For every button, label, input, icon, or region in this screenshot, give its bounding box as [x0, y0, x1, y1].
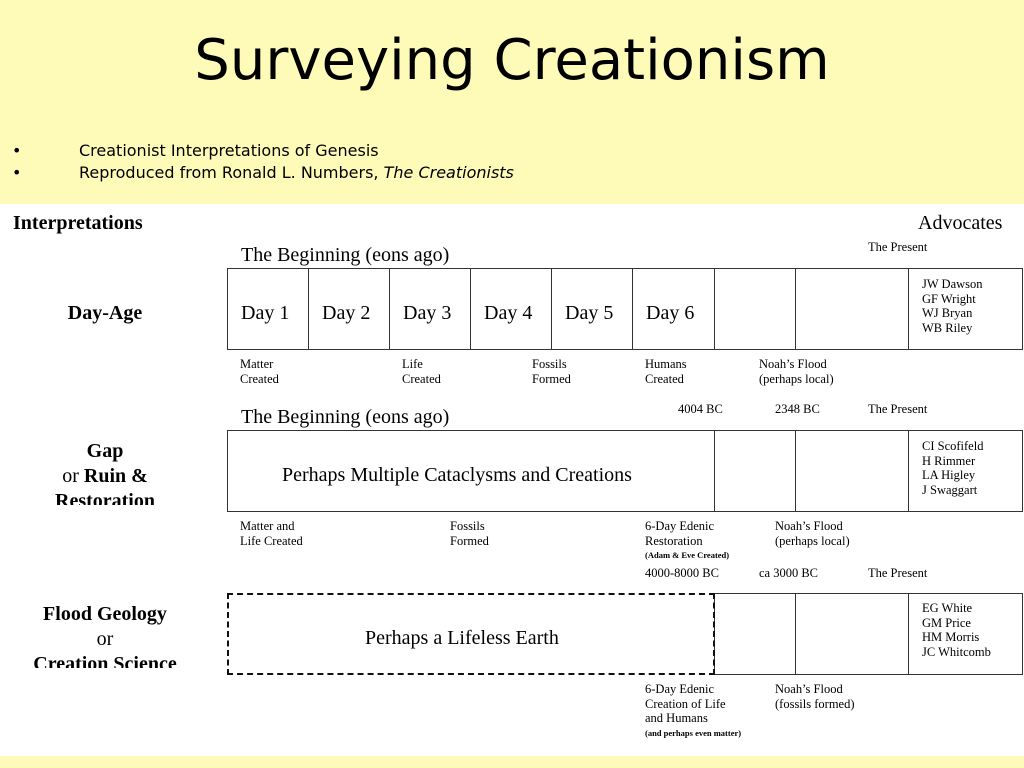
day-5-cell: Day 5	[565, 302, 614, 324]
bullet-dot-icon: •	[12, 141, 22, 160]
interpretations-header: Interpretations	[13, 212, 143, 234]
divider	[632, 268, 633, 350]
interpretations-chart: Interpretations Advocates The Beginning …	[0, 204, 1024, 756]
gap-date-4004bc: 4004 BC	[678, 402, 723, 416]
divider	[308, 268, 309, 350]
gap-advocates: CI Scofifeld H Rimmer LA Higley J Swagga…	[922, 439, 984, 497]
day-age-beginning-label: The Beginning (eons ago)	[241, 244, 450, 266]
day-age-advocates: JW Dawson GF Wright WJ Bryan WB Riley	[922, 277, 983, 335]
gap-beginning-label: The Beginning (eons ago)	[241, 406, 450, 428]
slide-title: Surveying Creationism	[194, 28, 830, 93]
divider	[908, 593, 909, 675]
day-3-cell: Day 3	[403, 302, 452, 324]
lifeless-earth-dashed-box	[227, 593, 715, 675]
gap-timeline-box	[227, 430, 1023, 512]
bullet-text: Reproduced from Ronald L. Numbers, The C…	[79, 163, 514, 182]
day-6-cell: Day 6	[646, 302, 695, 324]
event-noahs-flood: Noah’s Flood(perhaps local)	[759, 357, 834, 386]
flood-main-text: Perhaps a Lifeless Earth	[365, 627, 559, 649]
day-age-present-label: The Present	[868, 240, 928, 254]
divider	[908, 268, 909, 350]
event-noahs-flood: Noah’s Flood(fossils formed)	[775, 682, 855, 711]
divider	[795, 593, 796, 675]
day-age-label: Day-Age	[67, 302, 143, 324]
day-4-cell: Day 4	[484, 302, 533, 324]
gap-date-2348bc: 2348 BC	[775, 402, 820, 416]
flood-advocates: EG White GM Price HM Morris JC Whitcomb	[922, 601, 991, 659]
flood-date-ca-3000bc: ca 3000 BC	[759, 566, 819, 580]
gap-label: Gap or Ruin & Restoration	[55, 440, 155, 505]
day-2-cell: Day 2	[322, 302, 371, 324]
gap-present-label: The Present	[868, 402, 928, 416]
bullet-text: Creationist Interpretations of Genesis	[79, 141, 379, 160]
divider	[714, 430, 715, 512]
divider	[470, 268, 471, 350]
divider	[551, 268, 552, 350]
divider	[908, 430, 909, 512]
flood-date-4000-8000bc: 4000-8000 BC	[645, 566, 719, 580]
bullet-dot-icon: •	[12, 163, 22, 182]
event-noahs-flood: Noah’s Flood(perhaps local)	[775, 519, 850, 548]
divider	[714, 268, 715, 350]
divider	[389, 268, 390, 350]
day-age-timeline-box	[227, 268, 1023, 350]
divider	[795, 268, 796, 350]
divider	[795, 430, 796, 512]
advocates-header: Advocates	[918, 212, 1003, 234]
flood-geology-label: Flood Geology or Creation Science	[33, 603, 177, 668]
day-1-cell: Day 1	[241, 302, 290, 324]
flood-timeline-box	[714, 593, 1023, 675]
gap-main-text: Perhaps Multiple Cataclysms and Creation…	[282, 464, 632, 486]
flood-present-label: The Present	[868, 566, 928, 580]
